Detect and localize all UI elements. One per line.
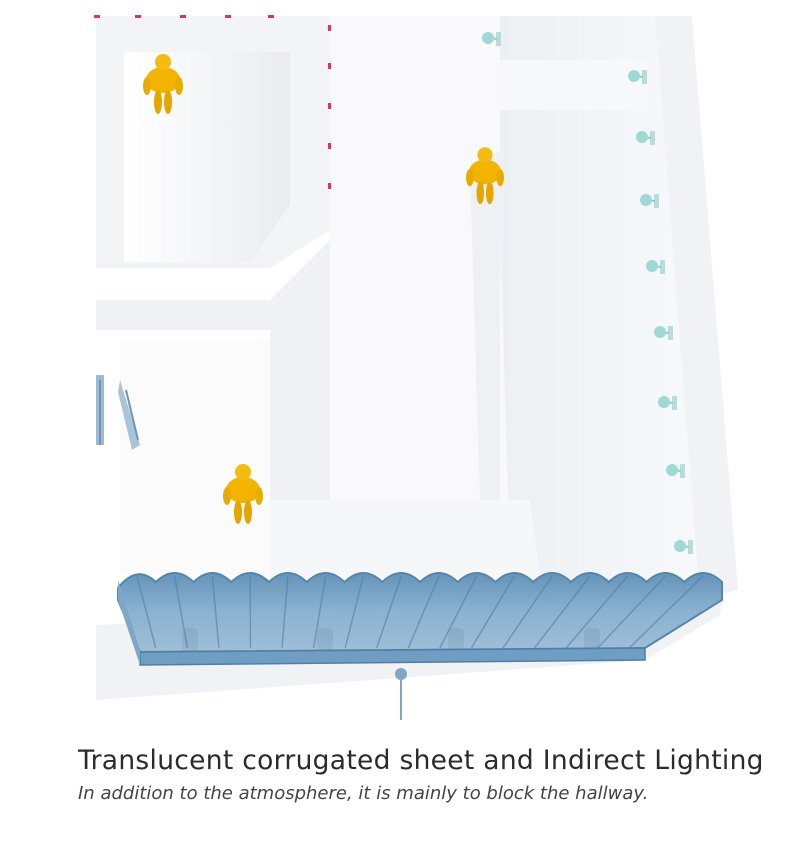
corrugation-ridge bbox=[136, 575, 157, 649]
pink-boundary-markers bbox=[94, 15, 331, 189]
corrugation-ridge bbox=[407, 575, 440, 649]
sheet-side-end bbox=[118, 580, 140, 665]
people bbox=[143, 54, 504, 524]
corrugation-ridge bbox=[281, 575, 289, 649]
corrugation-ridge bbox=[628, 575, 704, 649]
caption-subtitle: In addition to the atmosphere, it is mai… bbox=[78, 783, 649, 804]
corrugation-ridges bbox=[136, 575, 704, 649]
corrugation-ridge bbox=[439, 575, 478, 649]
corrugation-ridge bbox=[597, 575, 666, 649]
caption: Translucent corrugated sheet and Indirec… bbox=[78, 744, 793, 806]
wall-lamp-icon bbox=[482, 32, 501, 46]
wall-lamp-icon bbox=[658, 396, 677, 410]
corrugation-ridge bbox=[211, 575, 220, 649]
left-room-floor bbox=[120, 340, 270, 575]
translucent-corrugated-sheet bbox=[117, 572, 723, 666]
person-figure bbox=[223, 464, 263, 524]
wall-lamp-icon bbox=[654, 326, 673, 340]
left-window-frame bbox=[96, 375, 140, 450]
floor-plan-illustration bbox=[94, 15, 738, 720]
wall-lamps bbox=[482, 32, 693, 554]
wall-lamp-icon bbox=[628, 70, 647, 84]
right-outer-wall bbox=[650, 16, 738, 600]
person-figure bbox=[143, 54, 183, 114]
corrugation-ridge bbox=[173, 575, 189, 649]
person-figure bbox=[466, 147, 504, 205]
callout-dot bbox=[395, 668, 407, 680]
center-column bbox=[330, 16, 508, 500]
corrugation-ridge bbox=[312, 575, 327, 649]
wall-lamp-icon bbox=[636, 131, 655, 145]
corrugation-ridge bbox=[533, 575, 591, 649]
corrugation-ridge bbox=[344, 575, 365, 649]
building-walls bbox=[96, 16, 738, 700]
center-column-shade bbox=[470, 150, 500, 500]
corrugation-ridge bbox=[376, 575, 402, 649]
caption-title: Translucent corrugated sheet and Indirec… bbox=[78, 745, 764, 776]
wall-lamp-icon bbox=[646, 260, 665, 274]
wall-lamp-icon bbox=[666, 464, 685, 478]
wall-lamp-icon bbox=[674, 540, 693, 554]
right-room-back-wall bbox=[500, 60, 650, 110]
lower-floor bbox=[270, 500, 540, 578]
right-room-floor bbox=[500, 16, 700, 600]
corrugation-ridge bbox=[470, 575, 516, 649]
corrugated-sheet-body bbox=[117, 572, 723, 654]
left-corridor-wall bbox=[96, 240, 330, 500]
corrugation-ridge bbox=[502, 575, 553, 649]
wall-lamp-icon bbox=[640, 194, 659, 208]
callout-pointer bbox=[395, 668, 407, 720]
corrugation-ridge bbox=[565, 575, 629, 649]
